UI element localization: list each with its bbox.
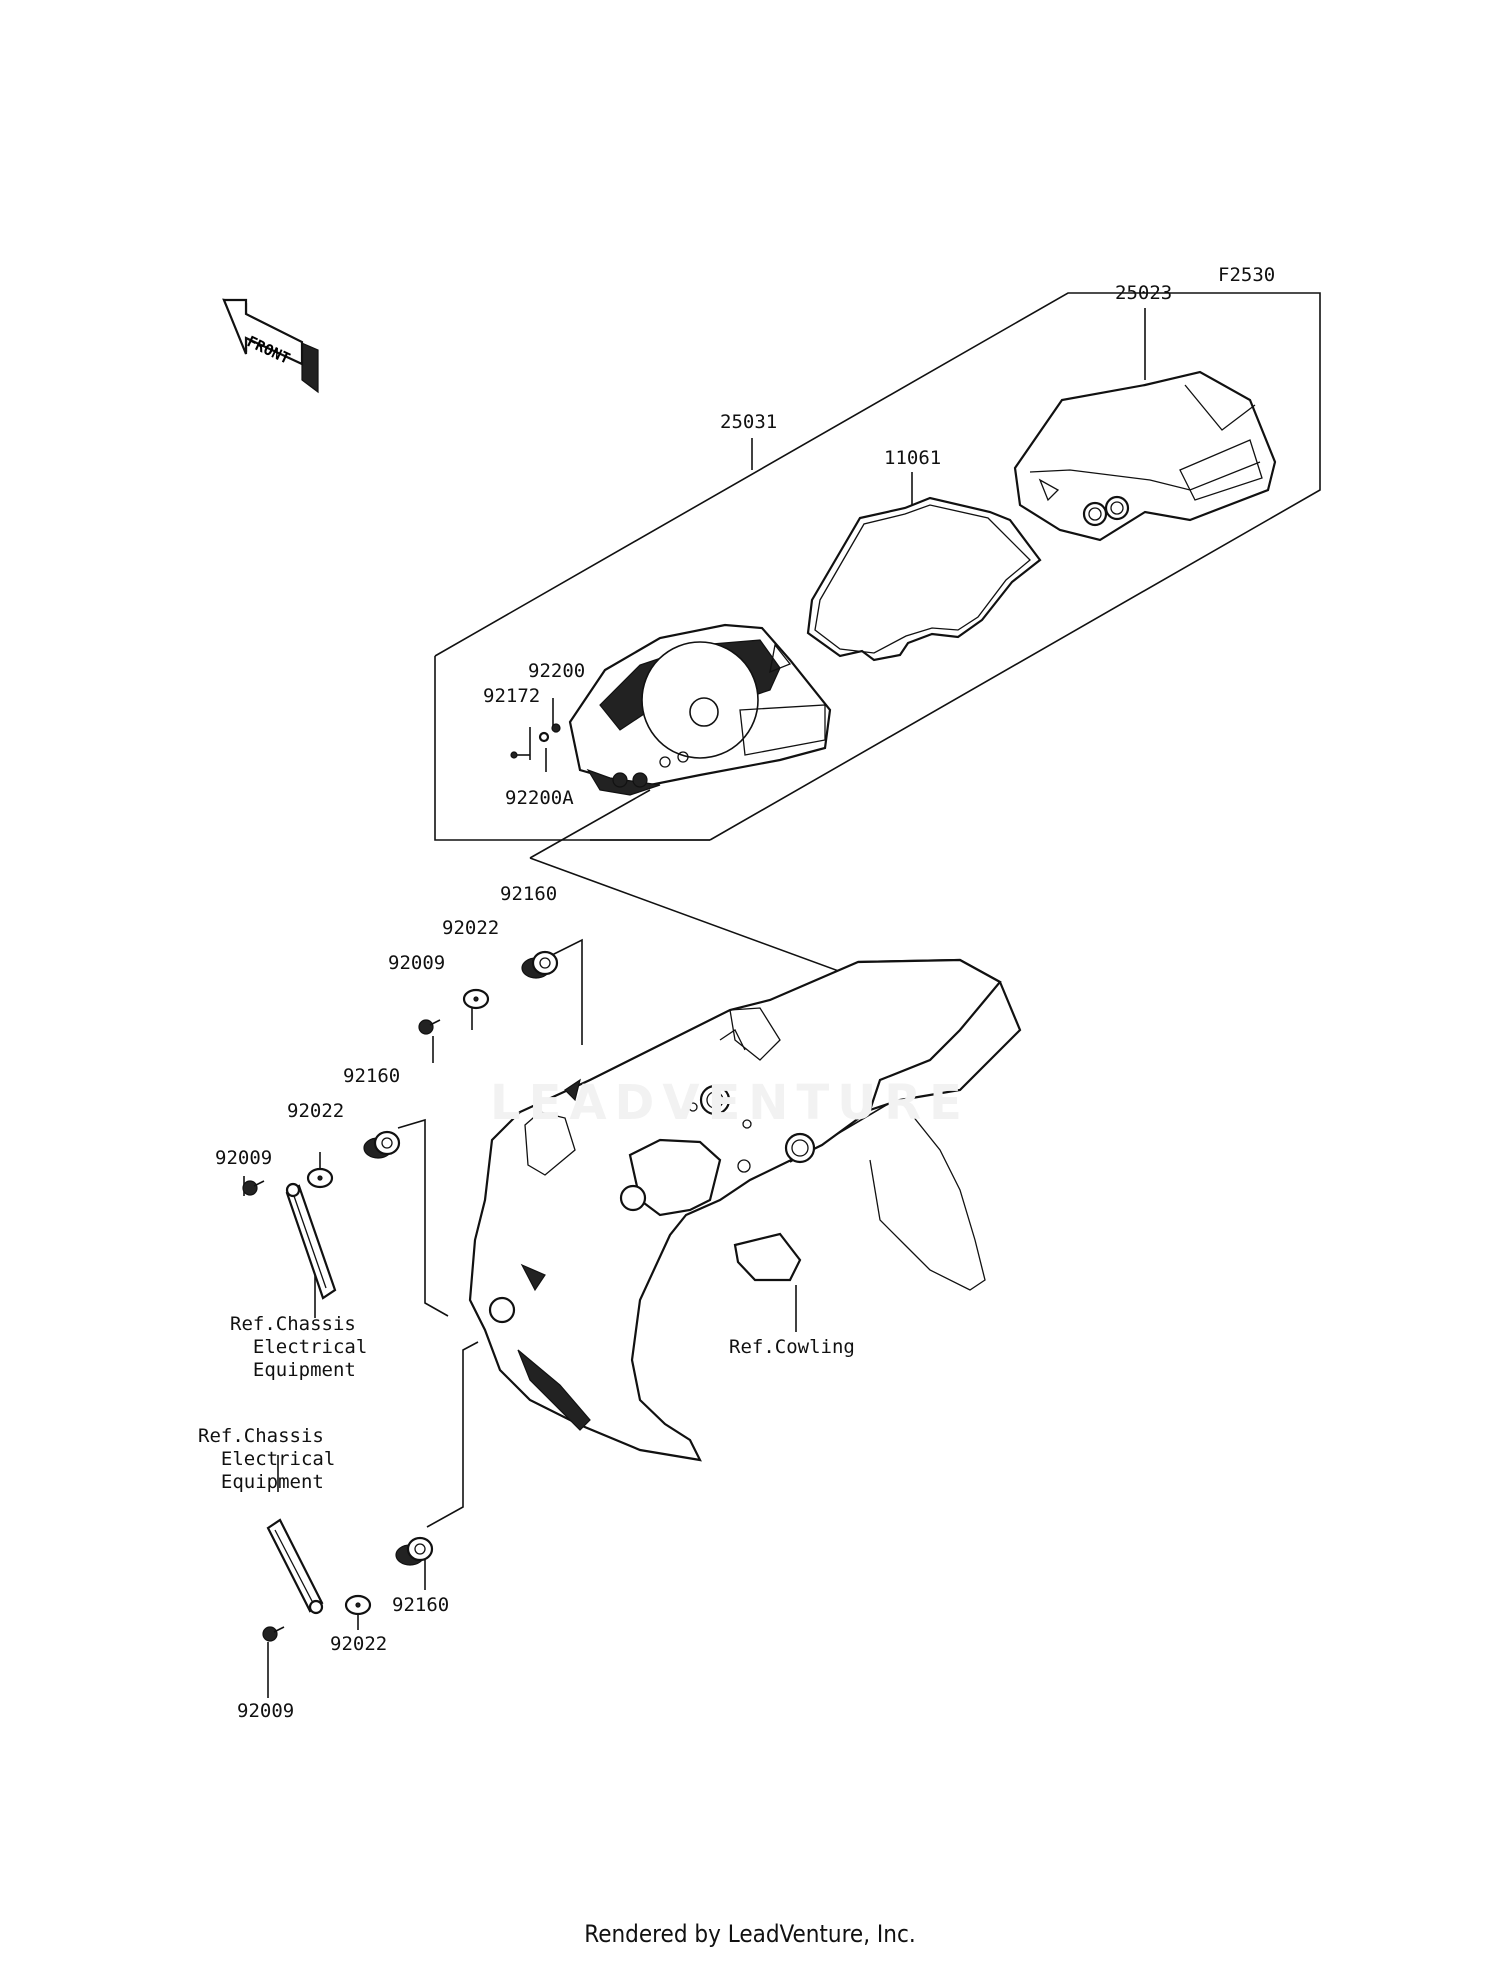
part-label-25023[interactable]: 25023 [1115,282,1173,304]
washer-92022-a [462,988,490,1010]
ref-cowling[interactable]: Ref.Cowling [729,1336,855,1358]
footer-credit: Rendered by LeadVenture, Inc. [584,1920,916,1948]
screw-92172 [510,751,530,759]
part-label-92172[interactable]: 92172 [483,685,541,707]
meter-cover-25023 [1013,370,1277,542]
bolt-92009-c [262,1626,285,1642]
washer-92022-c [344,1594,372,1616]
part-label-92022-b[interactable]: 92022 [287,1100,345,1122]
chassis-strap-1 [285,1182,337,1300]
meter-assembly-25031 [568,623,832,796]
assembly-frame [434,292,1321,841]
part-label-11061[interactable]: 11061 [884,447,942,469]
gasket-11061 [806,496,1042,662]
front-arrow-icon: FRONT [222,298,319,394]
diagram-id: F2530 [1218,264,1276,286]
part-label-92160-b[interactable]: 92160 [343,1065,401,1087]
part-label-92160-c[interactable]: 92160 [392,1594,450,1616]
ref-chassis-electrical-1[interactable]: Ref.Chassis Electrical Equipment [230,1313,368,1381]
watermark: LEADVENTURE [490,1075,970,1131]
bolt-92009-b [242,1180,265,1196]
grommet-92160-b [363,1130,401,1159]
part-label-92160-a[interactable]: 92160 [500,883,558,905]
part-label-92022-a[interactable]: 92022 [442,917,500,939]
part-label-92009-c[interactable]: 92009 [237,1700,295,1722]
washer-92022-b [306,1167,334,1189]
grommet-92160-c [395,1536,434,1566]
bolt-92009-a [418,1019,441,1035]
part-label-92009-b[interactable]: 92009 [215,1147,273,1169]
washer-92200 [551,723,561,733]
part-label-92022-c[interactable]: 92022 [330,1633,388,1655]
cowling-bracket [468,958,1022,1462]
part-label-25031[interactable]: 25031 [720,411,778,433]
part-label-92200A[interactable]: 92200A [505,787,574,809]
washer-92200A [538,731,550,743]
ref-chassis-electrical-2[interactable]: Ref.Chassis Electrical Equipment [198,1425,336,1493]
part-label-92009-a[interactable]: 92009 [388,952,446,974]
part-label-92200[interactable]: 92200 [528,660,586,682]
grommet-92160-a [521,950,559,979]
chassis-strap-2 [266,1518,324,1615]
